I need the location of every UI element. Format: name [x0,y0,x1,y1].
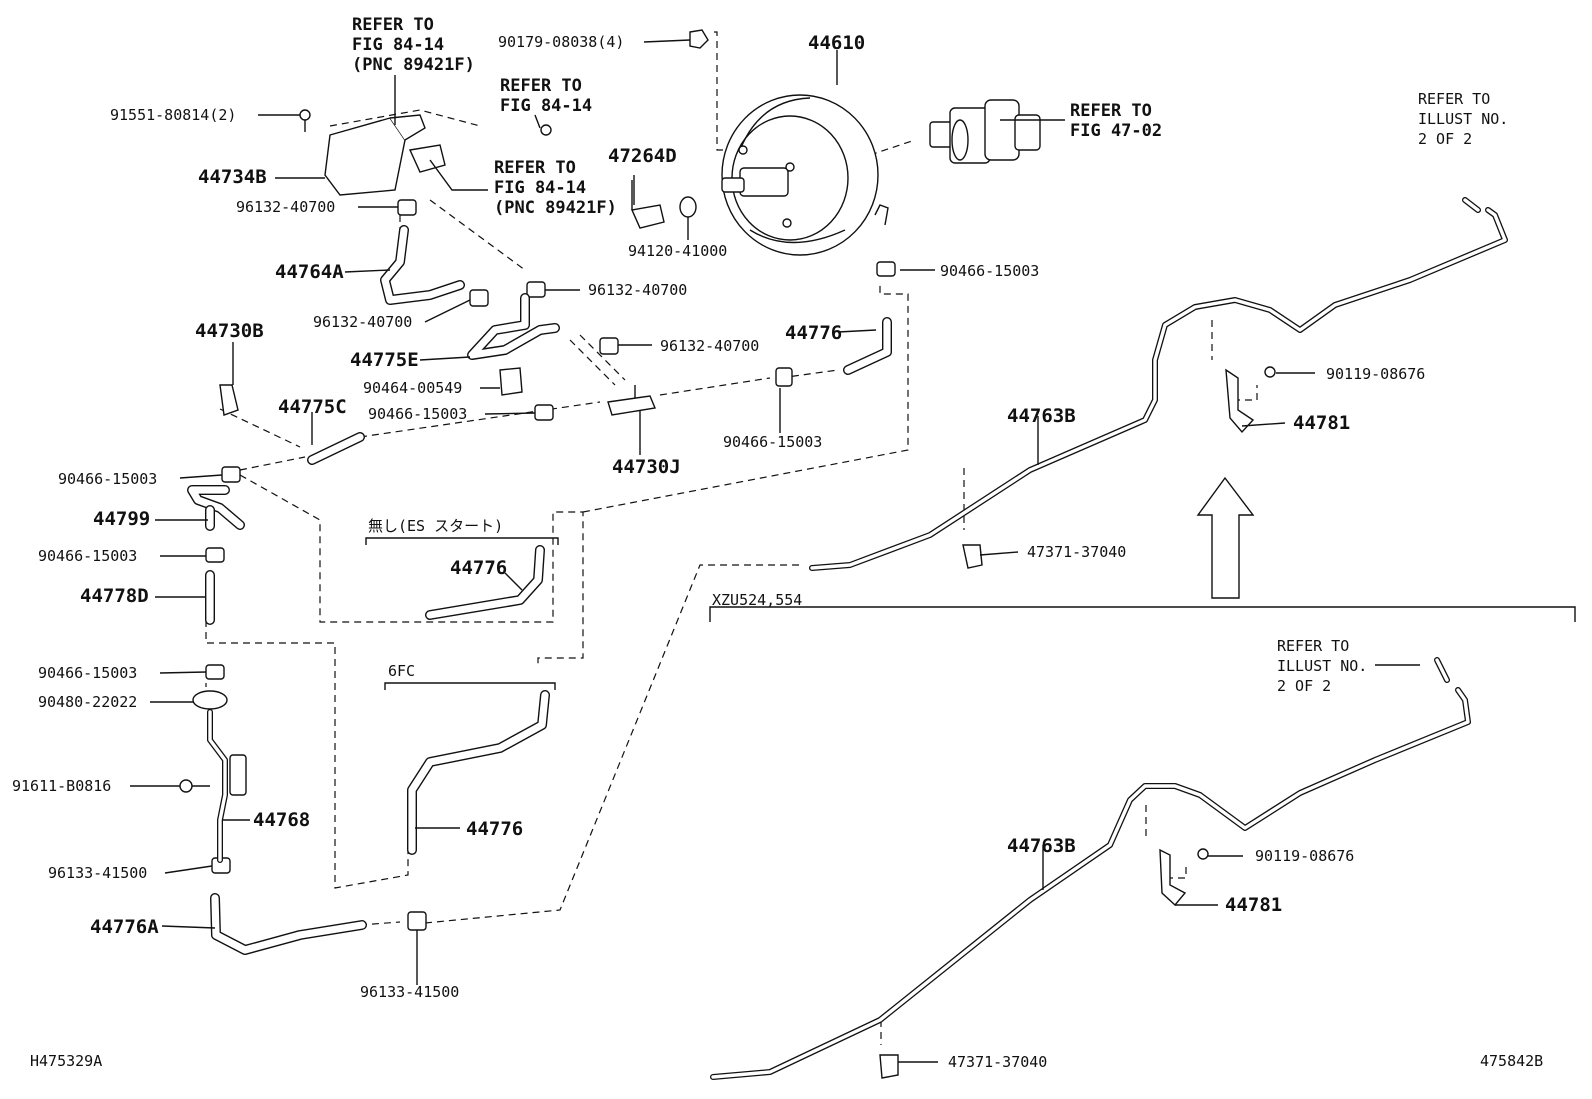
part-number-44778D[interactable]: 44778D [80,585,149,607]
part-number-90466-15003[interactable]: 90466-15003 [58,470,157,488]
part-number-90179-08038[interactable]: 90179-08038(4) [498,33,624,51]
variant-label-no-es-start: 無し(ES スタート) [368,517,503,535]
part-number-44776[interactable]: 44776 [785,322,842,344]
part-number-44730J[interactable]: 44730J [612,456,681,478]
illustration-code-left: H475329A [30,1052,102,1070]
part-number-44776[interactable]: 44776 [450,557,507,579]
small-fittings [179,29,1276,1079]
part-number-44776A[interactable]: 44776A [90,916,159,938]
part-number-47371-37040[interactable]: 47371-37040 [1027,543,1126,561]
part-number-47371-37040[interactable]: 47371-37040 [948,1053,1047,1071]
part-number-90466-15003[interactable]: 90466-15003 [723,433,822,451]
part-number-44799[interactable]: 44799 [93,508,150,530]
master-cylinder [929,99,1041,164]
part-number-96133-41500[interactable]: 96133-41500 [360,983,459,1001]
part-number-44763B[interactable]: 44763B [1007,835,1076,857]
variant-label-xzu: XZU524,554 [712,591,802,609]
part-number-44734B[interactable]: 44734B [198,166,267,188]
part-number-44768[interactable]: 44768 [253,809,310,831]
part-number-44610[interactable]: 44610 [808,32,865,54]
part-number-96132-40700[interactable]: 96132-40700 [236,198,335,216]
variant-label-6fc: 6FC [388,662,415,680]
part-number-90119-08676[interactable]: 90119-08676 [1255,847,1354,865]
part-number-44781[interactable]: 44781 [1225,894,1282,916]
vacuum-pipes-44763B[interactable] [710,197,1508,1080]
brake-booster-44610[interactable] [721,94,889,256]
part-number-90466-15003[interactable]: 90466-15003 [940,262,1039,280]
leader-lines [130,39,1420,1063]
part-number-44763B[interactable]: 44763B [1007,405,1076,427]
part-number-96132-40700[interactable]: 96132-40700 [660,337,759,355]
up-arrow-icon [1196,476,1255,599]
part-number-90464-00549[interactable]: 90464-00549 [363,379,462,397]
part-number-90466-15003[interactable]: 90466-15003 [38,664,137,682]
part-number-44776[interactable]: 44776 [466,818,523,840]
part-number-90119-08676[interactable]: 90119-08676 [1326,365,1425,383]
part-number-44764A[interactable]: 44764A [275,261,344,283]
part-number-44775C[interactable]: 44775C [278,396,347,418]
part-number-91611-B0816[interactable]: 91611-B0816 [12,777,111,795]
part-number-90466-15003[interactable]: 90466-15003 [368,405,467,423]
part-number-96133-41500[interactable]: 96133-41500 [48,864,147,882]
part-number-90466-15003[interactable]: 90466-15003 [38,547,137,565]
hoses[interactable] [187,225,892,955]
part-number-44775E[interactable]: 44775E [350,349,419,371]
part-number-47264D[interactable]: 47264D [608,145,677,167]
part-number-94120-41000[interactable]: 94120-41000 [628,242,727,260]
part-number-44730B[interactable]: 44730B [195,320,264,342]
part-number-90480-22022[interactable]: 90480-22022 [38,693,137,711]
illustration-code-right: 475842B [1480,1052,1543,1070]
part-number-91551-80814[interactable]: 91551-80814(2) [110,106,236,124]
part-number-96132-40700[interactable]: 96132-40700 [313,313,412,331]
dashed-assembly-lines [205,31,1576,1045]
part-number-96132-40700[interactable]: 96132-40700 [588,281,687,299]
part-number-44781[interactable]: 44781 [1293,412,1350,434]
